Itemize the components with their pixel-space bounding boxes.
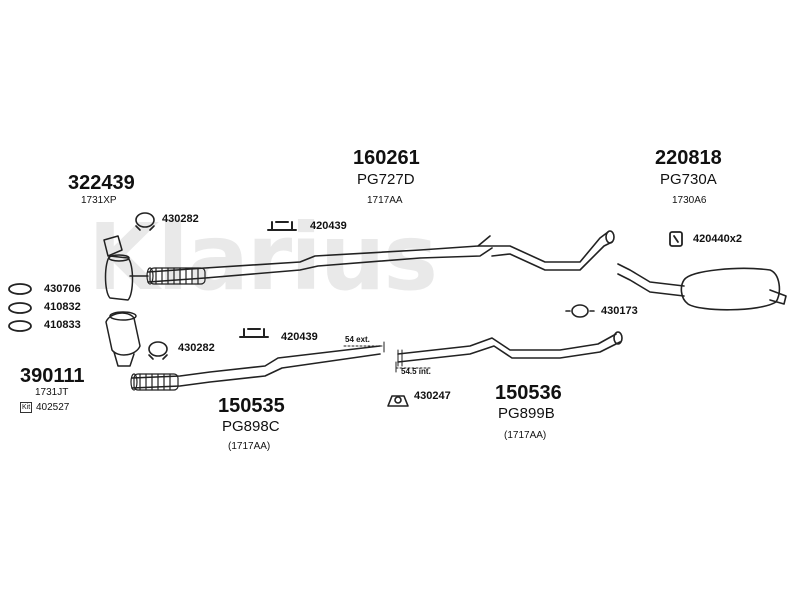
part-code-1731jt: 1731JT xyxy=(35,387,69,398)
part-code-pg899b: PG899B xyxy=(498,405,555,422)
pipe-150536 xyxy=(397,331,623,367)
part-number-390111: 390111 xyxy=(20,365,85,387)
part-number-150535: 150535 xyxy=(218,395,285,417)
ref-430282-bottom: 430282 xyxy=(178,342,215,354)
ref-420439-top: 420439 xyxy=(310,220,347,232)
gasket-rings xyxy=(8,283,32,332)
clamp-430173-icon xyxy=(565,304,595,318)
ref-410833: 410833 xyxy=(44,319,81,331)
ref-430282-top: 430282 xyxy=(162,213,199,225)
catalyst-390111 xyxy=(105,311,141,367)
part-sub-1717aa-right: (1717AA) xyxy=(504,430,547,441)
ref-420439-bottom: 420439 xyxy=(281,331,318,343)
ref-430173: 430173 xyxy=(601,305,638,317)
part-code-pg898c: PG898C xyxy=(222,418,280,435)
part-code-pg727d: PG727D xyxy=(357,171,415,188)
ref-430247: 430247 xyxy=(414,390,451,402)
flexi-section-bottom xyxy=(130,373,179,391)
pipe-150535 xyxy=(131,345,381,389)
clamp-icon xyxy=(135,212,168,360)
part-sub-1730a6: 1730A6 xyxy=(672,195,707,206)
kit-badge: Kit xyxy=(20,402,33,413)
part-sub-1717aa: 1717AA xyxy=(367,195,403,206)
catalyst-322439 xyxy=(103,235,149,301)
part-number-150536: 150536 xyxy=(495,382,562,404)
kit-number-402527: 402527 xyxy=(36,402,70,413)
ref-420440x2: 420440x2 xyxy=(693,233,742,245)
rubber-mount-icon xyxy=(239,221,297,338)
dimension-markers xyxy=(343,341,433,373)
part-code-1731xp: 1731XP xyxy=(81,195,117,206)
part-sub-1717aa-left: (1717AA) xyxy=(228,441,271,452)
flexi-section-top xyxy=(146,267,206,285)
pipe-160261 xyxy=(147,230,615,283)
part-number-220818: 220818 xyxy=(655,147,722,169)
part-number-322439: 322439 xyxy=(68,172,135,194)
note-54-ext: 54 ext. xyxy=(345,335,370,344)
ref-410832: 410832 xyxy=(44,301,81,313)
silencer-220818 xyxy=(617,263,787,311)
note-54-5-int: 54.5 int. xyxy=(401,367,431,376)
part-number-160261: 160261 xyxy=(353,147,420,169)
ref-430706: 430706 xyxy=(44,283,81,295)
bracket-430247-icon xyxy=(387,395,409,407)
part-code-pg730a: PG730A xyxy=(660,171,717,188)
mount-420440-icon xyxy=(669,231,683,247)
